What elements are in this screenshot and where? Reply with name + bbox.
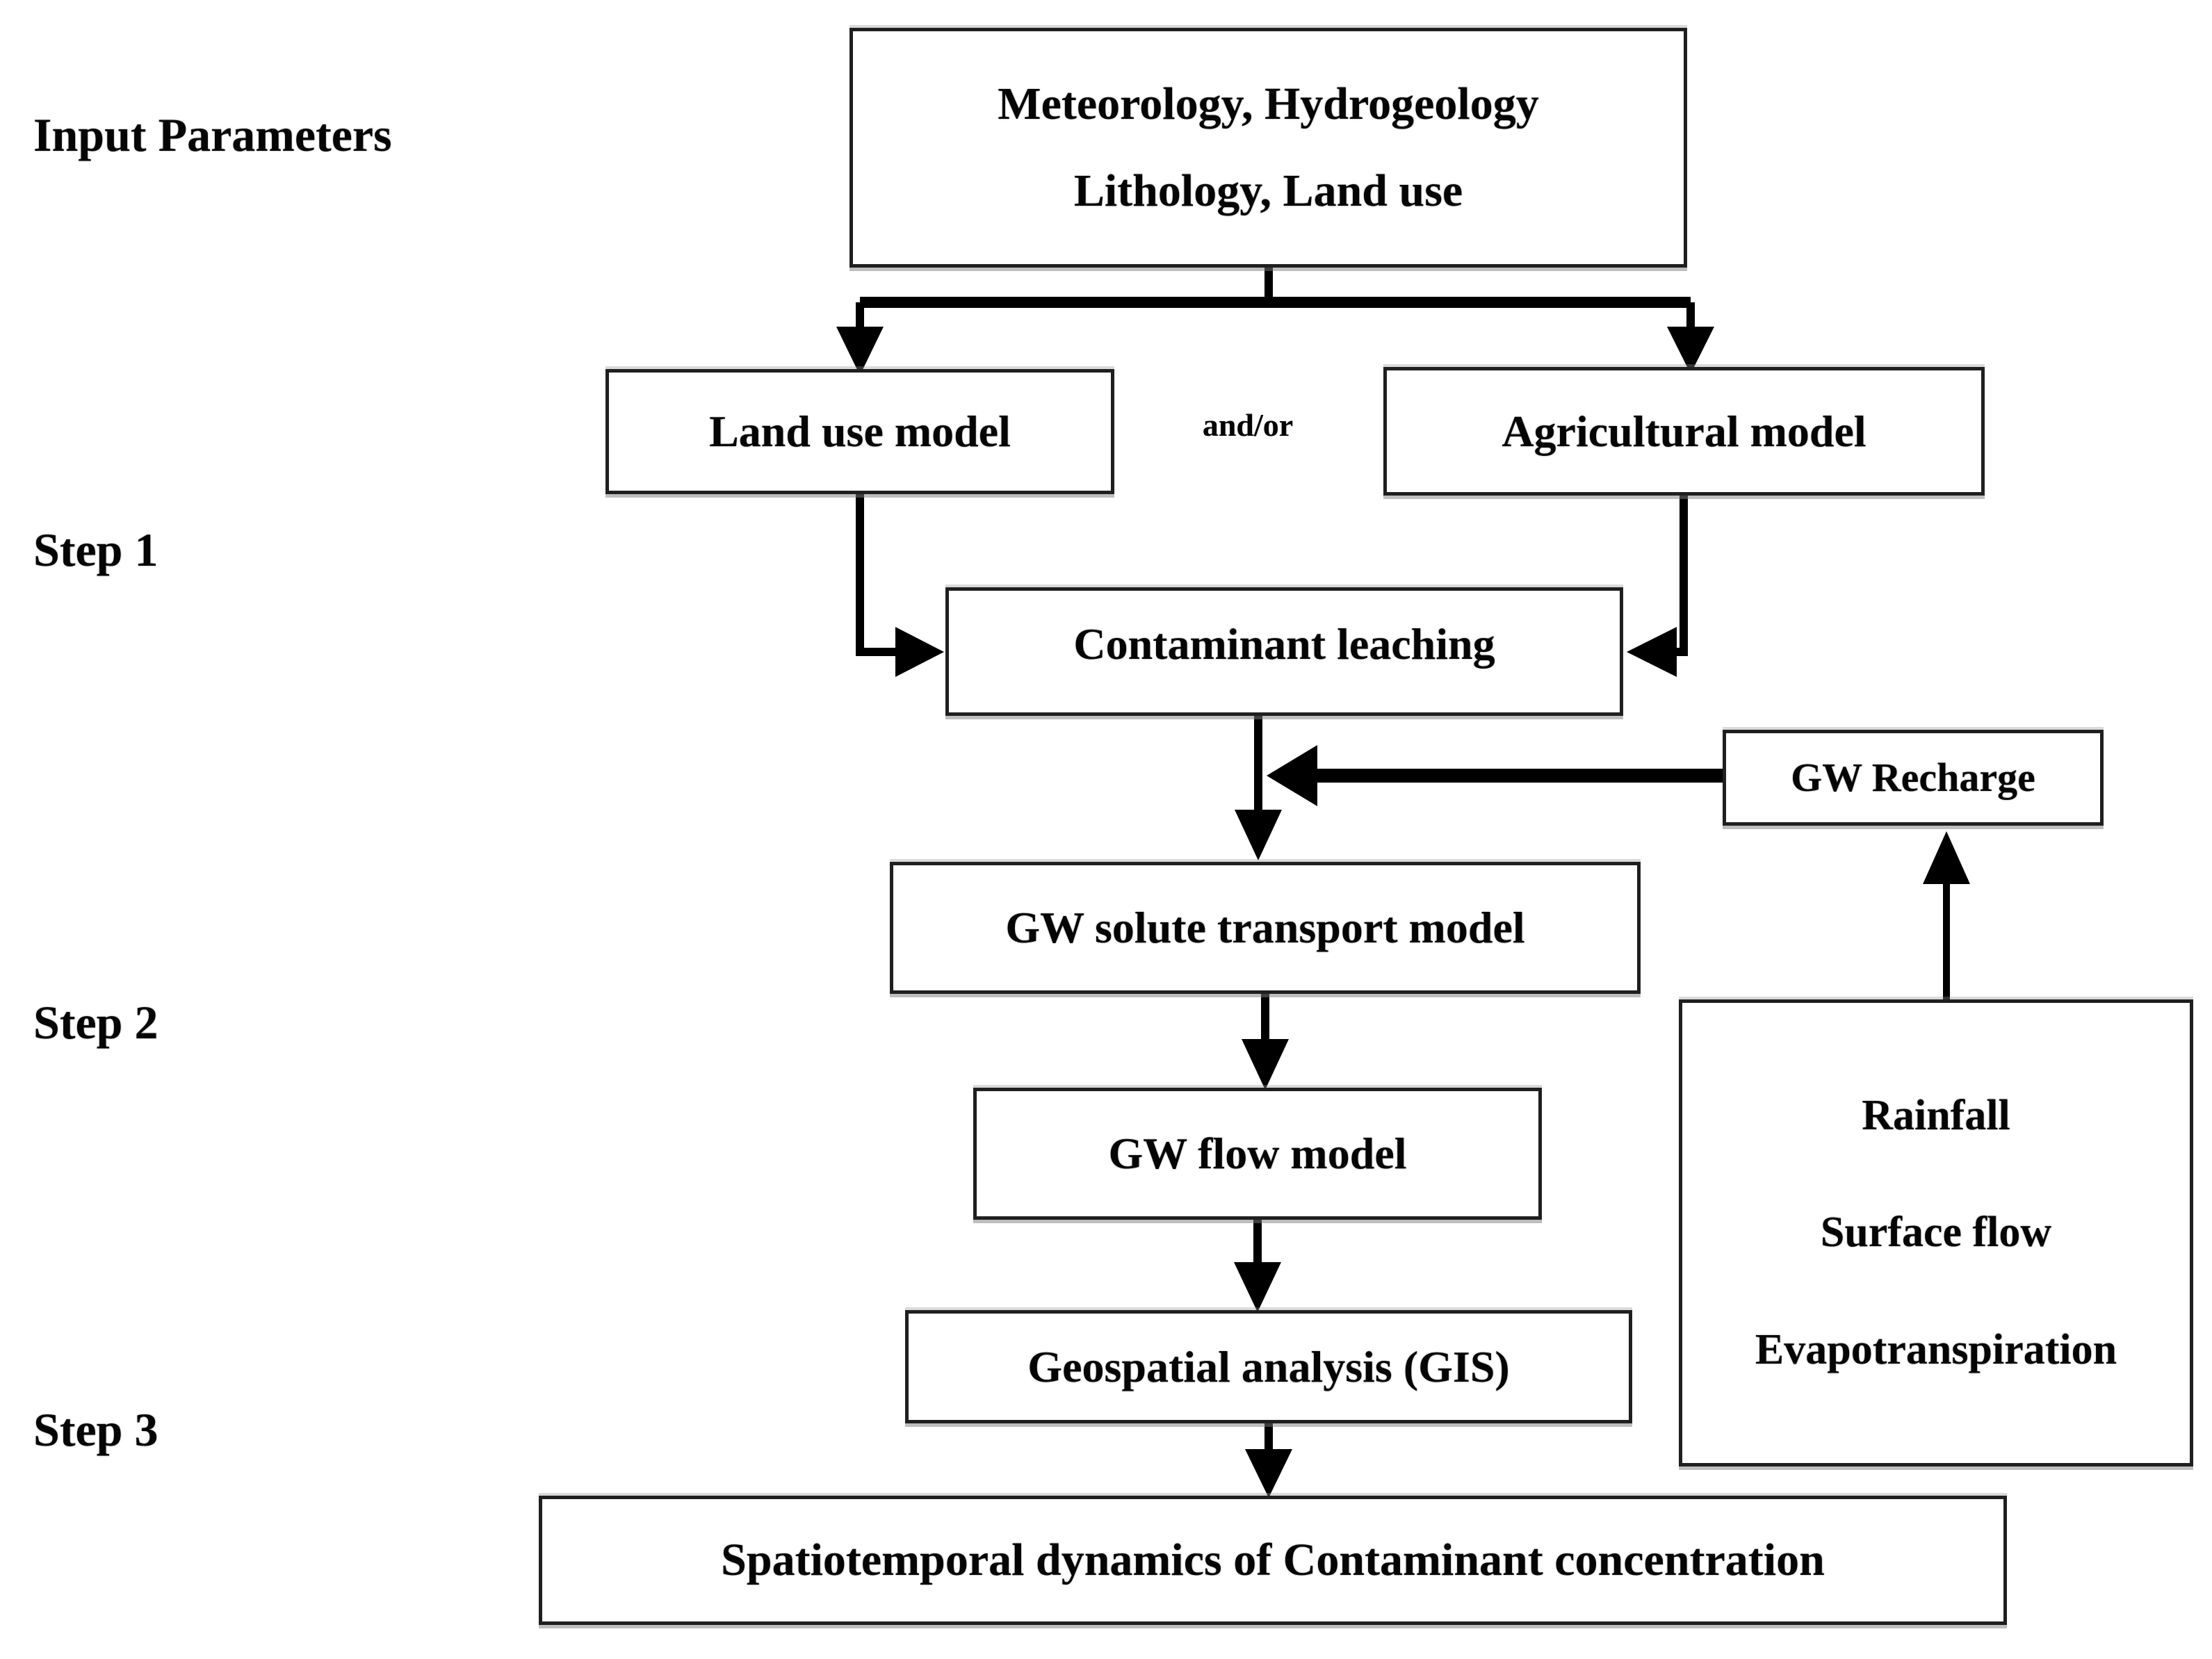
node-gw-recharge: GW Recharge (1723, 730, 2104, 826)
label-step-3: Step 3 (33, 1403, 158, 1456)
label-and-or: and/or (1202, 407, 1294, 443)
node-hydro-inputs-box: Rainfall Surface flow Evapotranspiration (1679, 999, 2193, 1466)
node-hydro-line3: Evapotranspiration (1755, 1325, 2117, 1373)
node-input-parameters-box: Meteorology, Hydrogeology Lithology, Lan… (849, 28, 1687, 268)
arrow-agricultural-to-leaching (1627, 496, 1688, 677)
node-gw-flow-model: GW flow model (973, 1088, 1542, 1220)
node-contaminant-leaching: Contaminant leaching (945, 587, 1623, 716)
label-step-2: Step 2 (33, 996, 158, 1049)
node-agricultural-model: Agricultural model (1383, 367, 1985, 496)
arrow-flow-to-geospatial (1234, 1220, 1281, 1312)
arrow-leaching-to-solute (1235, 716, 1282, 860)
node-input-line2: Lithology, Land use (1073, 165, 1463, 217)
node-land-use-model: Land use model (605, 369, 1114, 494)
arrow-recharge-to-junction (1267, 745, 1723, 806)
arrow-solute-to-flow (1242, 994, 1289, 1090)
label-step-1: Step 1 (33, 523, 158, 576)
arrow-input-split (836, 268, 1714, 375)
node-hydro-line1: Rainfall (1862, 1092, 2010, 1140)
node-input-line1: Meteorology, Hydrogeology (998, 79, 1539, 130)
arrow-landuse-to-leaching (856, 494, 944, 677)
node-hydro-line2: Surface flow (1820, 1209, 2052, 1257)
arrow-geospatial-to-output (1245, 1423, 1292, 1498)
arrow-rainfall-to-recharge (1923, 831, 1970, 999)
node-geospatial-analysis: Geospatial analysis (GIS) (905, 1310, 1632, 1423)
node-gw-solute-transport-model: GW solute transport model (890, 862, 1641, 994)
node-output-box: Spatiotemporal dynamics of Contaminant c… (539, 1496, 2007, 1625)
label-input-parameters: Input Parameters (33, 108, 392, 161)
